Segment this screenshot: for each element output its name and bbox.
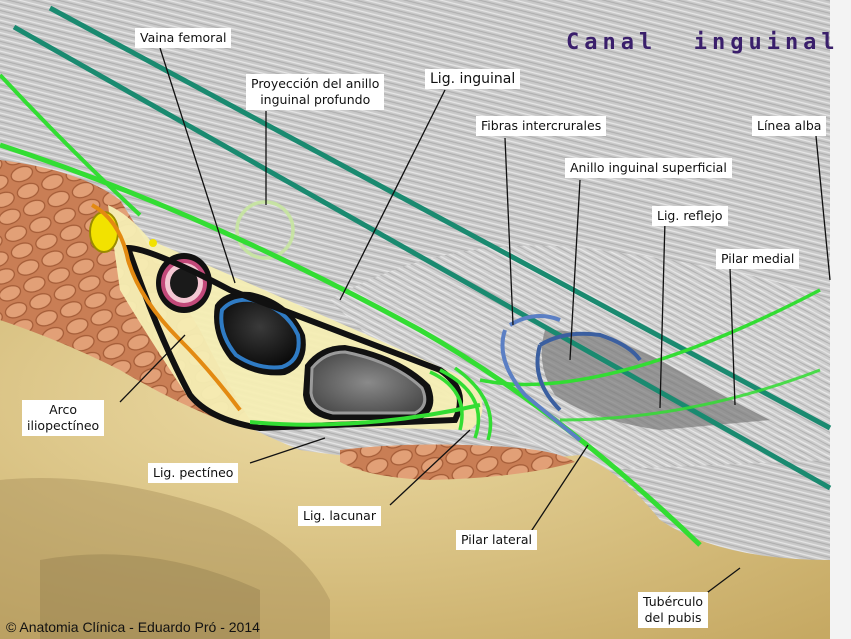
copyright-text: © Anatomia Clínica - Eduardo Pró - 2014	[6, 619, 260, 635]
label-fibras-intercrurales: Fibras intercrurales	[476, 116, 606, 136]
label-lig-pectineo: Lig. pectíneo	[148, 463, 238, 483]
label-pilar-medial: Pilar medial	[716, 249, 799, 269]
label-anillo-superficial: Anillo inguinal superficial	[565, 158, 732, 178]
label-linea-alba: Línea alba	[752, 116, 826, 136]
label-proyeccion-line-2: inguinal profundo	[251, 92, 379, 108]
label-pilar-lateral: Pilar lateral	[456, 530, 537, 550]
label-lig-lacunar: Lig. lacunar	[298, 506, 381, 526]
diagram-title: Canal inguinal	[566, 30, 840, 55]
label-tuberculo-pubis: Tubérculo del pubis	[638, 592, 708, 628]
lymph-dot	[149, 239, 157, 247]
label-arco-line-2: iliopectíneo	[27, 418, 99, 434]
label-lig-reflejo: Lig. reflejo	[652, 206, 728, 226]
label-proyeccion-line-1: Proyección del anillo	[251, 76, 379, 92]
label-arco-line-1: Arco	[27, 402, 99, 418]
label-tuberculo-line-2: del pubis	[643, 610, 703, 626]
label-vaina-femoral: Vaina femoral	[135, 28, 231, 48]
label-tuberculo-line-1: Tubérculo	[643, 594, 703, 610]
label-lig-inguinal: Lig. inguinal	[425, 69, 520, 89]
label-arco-iliopectineo: Arco iliopectíneo	[22, 400, 104, 436]
label-proyeccion-anillo: Proyección del anillo inguinal profundo	[246, 74, 384, 110]
lymph-node-yellow	[90, 212, 118, 252]
